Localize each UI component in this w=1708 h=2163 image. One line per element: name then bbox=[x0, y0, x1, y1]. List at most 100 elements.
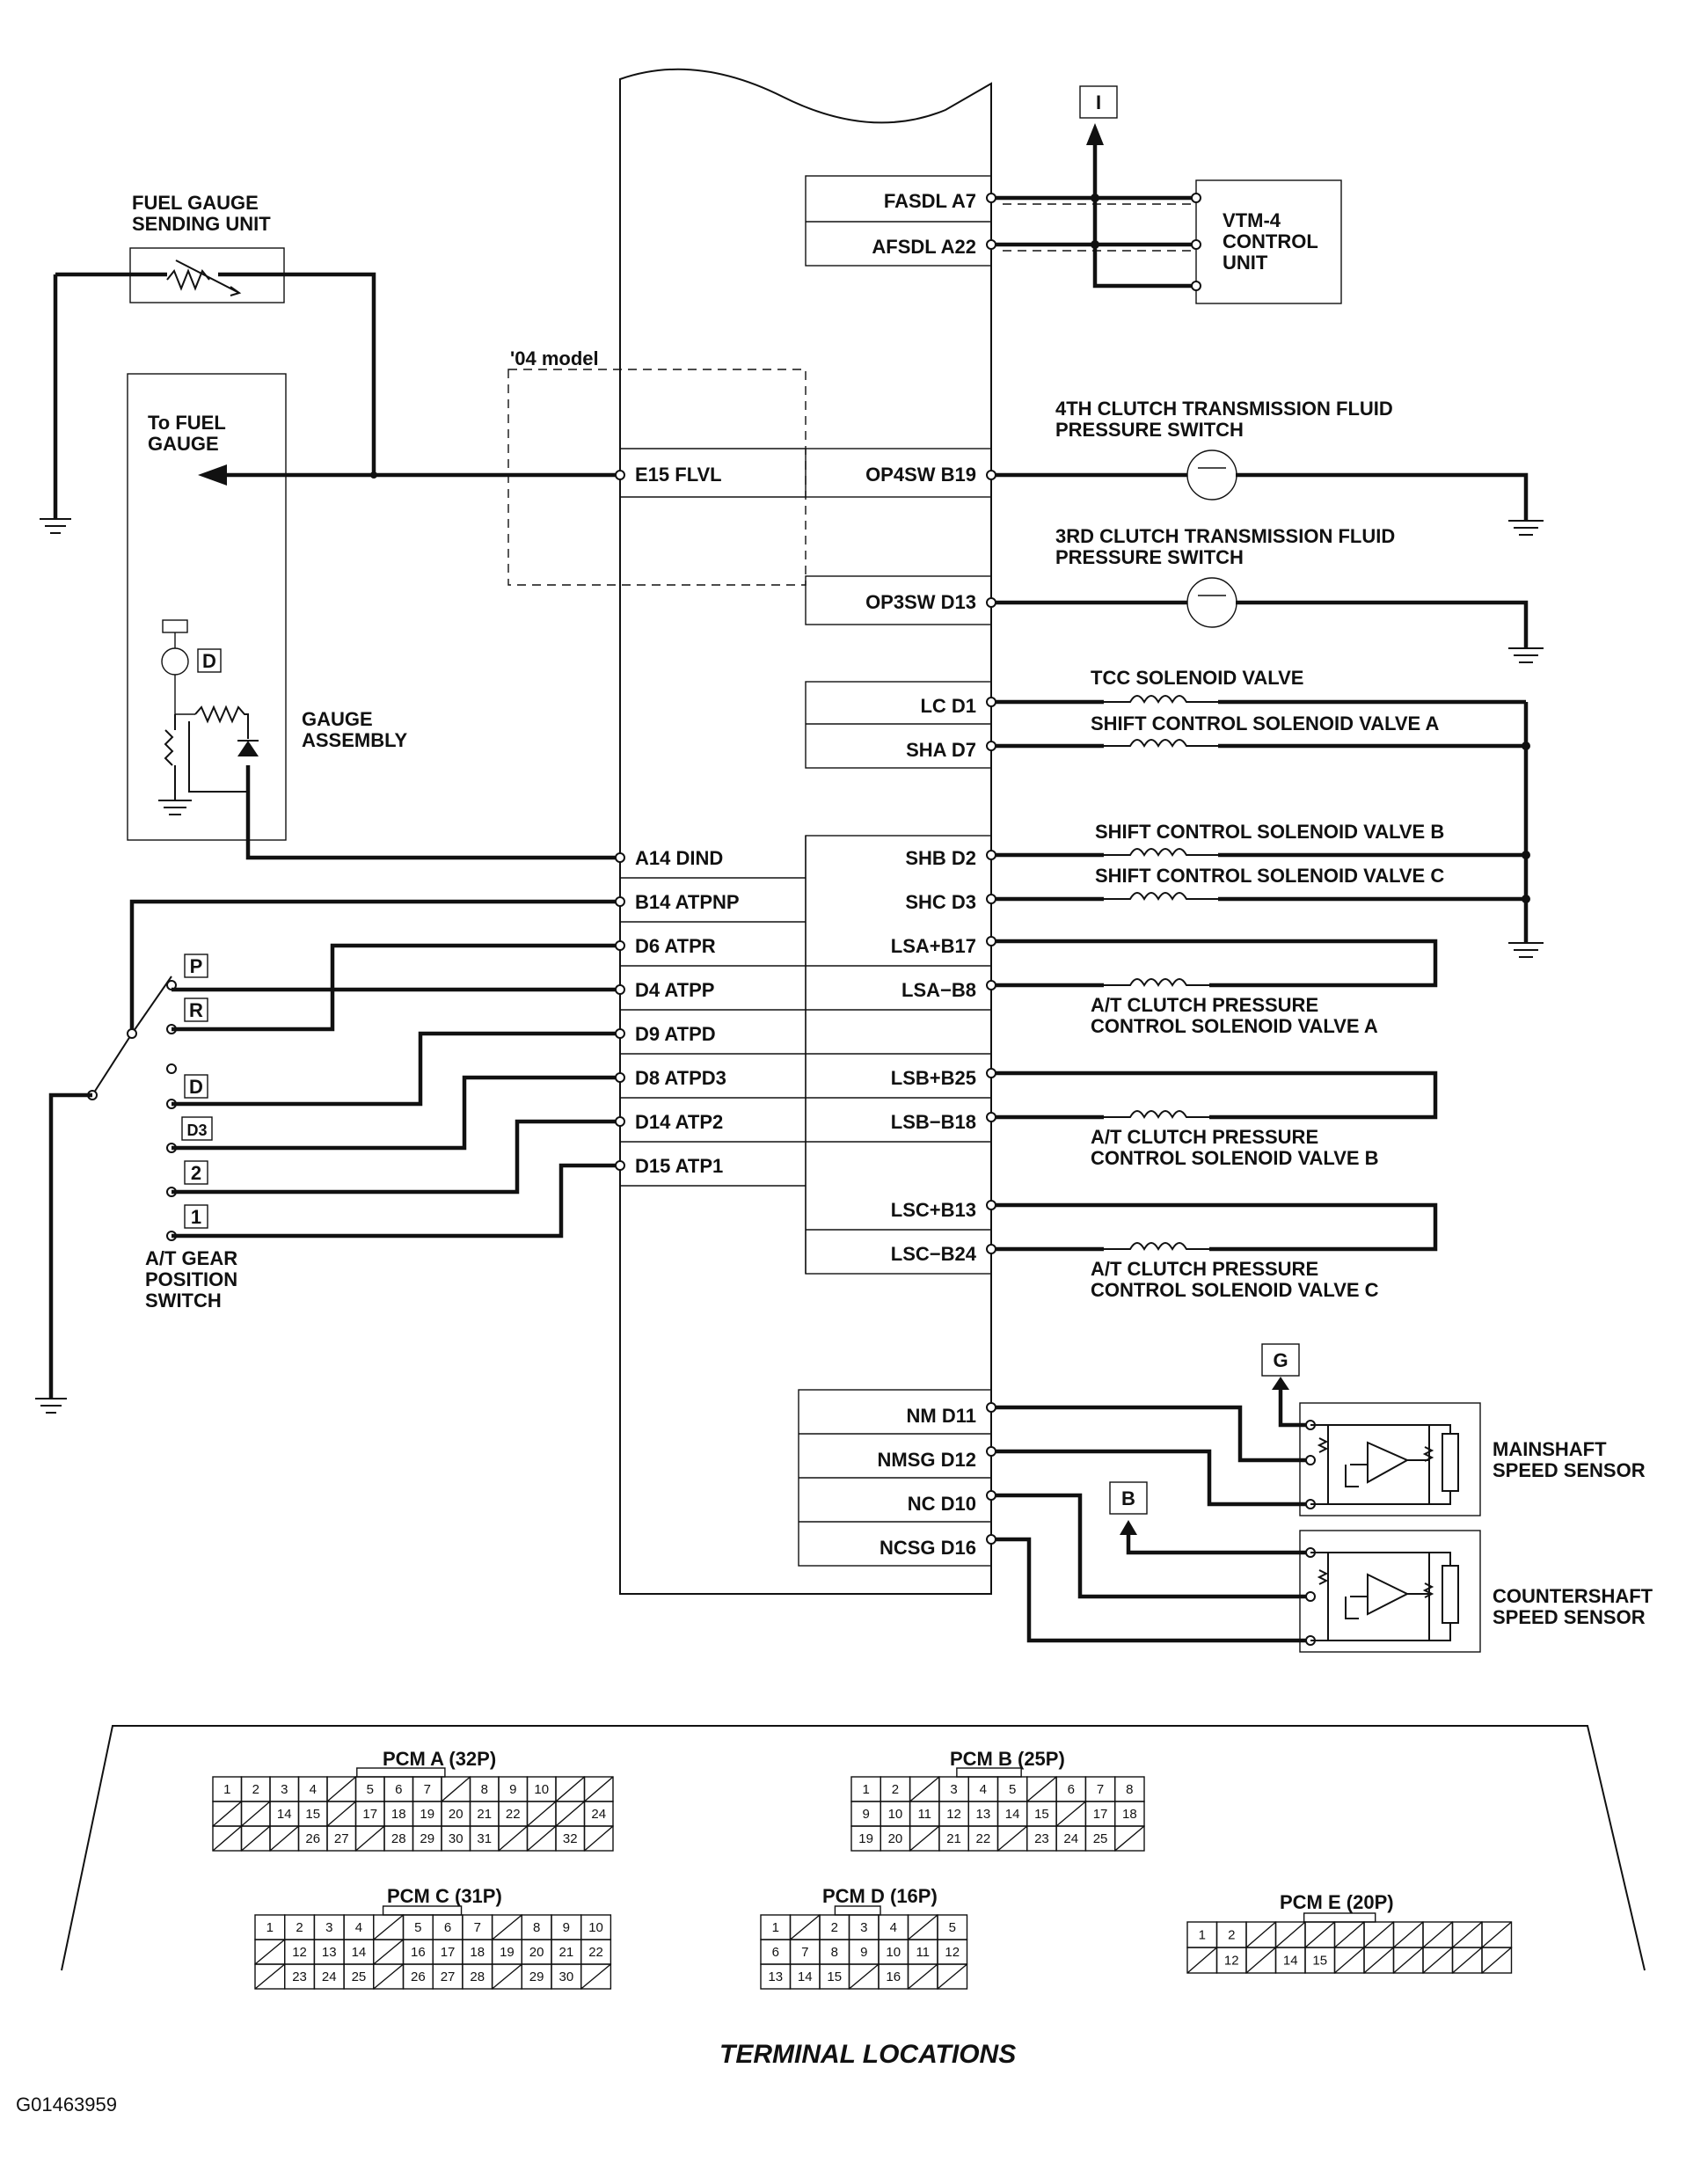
pin-d14: D14 ATP2 bbox=[635, 1111, 723, 1133]
pcm-d-pin-number: 11 bbox=[916, 1945, 930, 1960]
pcm-b-pin-number: 1 bbox=[862, 1782, 869, 1797]
pcm-e-blank-cell bbox=[1334, 1947, 1365, 1974]
pcm-e-blank-cell bbox=[1363, 1921, 1394, 1948]
pcm-d-pin-number: 12 bbox=[945, 1945, 960, 1960]
pcm-c-blank-cell bbox=[254, 1963, 286, 1990]
pcm-c-pin-number: 19 bbox=[500, 1945, 515, 1960]
pcm-b-pin-number: 8 bbox=[1126, 1782, 1133, 1797]
pcm-c-pin-number: 2 bbox=[296, 1920, 303, 1935]
pcm-a-cell bbox=[583, 1825, 614, 1852]
pcm-b-pin-number: 13 bbox=[976, 1807, 991, 1822]
pcm-e-pin-number: 15 bbox=[1312, 1954, 1327, 1969]
pcm-c-blank-cell bbox=[373, 1914, 404, 1940]
gauge-lamp-icon bbox=[162, 619, 188, 633]
pin-d3: SHC D3 bbox=[905, 891, 976, 913]
pcm-b-pin-number: 23 bbox=[1034, 1831, 1049, 1846]
pcm-c-pin-number: 4 bbox=[355, 1920, 362, 1935]
pin-a22: AFSDL A22 bbox=[872, 236, 976, 258]
op3-switch-icon bbox=[1186, 577, 1237, 628]
pcm-b-pin-number: 6 bbox=[1068, 1782, 1075, 1797]
shift-solenoids: TCC SOLENOID VALVE SHIFT CONTROL SOLENOI… bbox=[986, 667, 1544, 958]
ref-g-box bbox=[1261, 1343, 1300, 1377]
pcm-d-pin-number: 15 bbox=[827, 1969, 842, 1984]
pcm-c-pin-number: 27 bbox=[441, 1969, 456, 1984]
pcm-d-pin-number: 9 bbox=[860, 1945, 867, 1960]
ground-icon bbox=[40, 518, 71, 534]
pin-b24: LSC−B24 bbox=[891, 1243, 977, 1265]
gauge-ground-icon bbox=[158, 714, 192, 815]
ref-d: D bbox=[202, 650, 216, 672]
pcm-a-pin-number: 31 bbox=[477, 1831, 492, 1846]
terminal-locations: PCM A (32P) PCM B (25P) PCM C (31P) PCM … bbox=[61, 1725, 1646, 2069]
lsc-coil-icon bbox=[1095, 1242, 1209, 1252]
pin-a14: A14 DIND bbox=[635, 847, 723, 869]
op4-label-2: PRESSURE SWITCH bbox=[1055, 419, 1244, 441]
pcm-e-cell bbox=[1481, 1947, 1513, 1974]
gauge-assembly-2: ASSEMBLY bbox=[302, 729, 408, 751]
pcm-c-pin-number: 29 bbox=[529, 1969, 544, 1984]
lsa-label-2: CONTROL SOLENOID VALVE A bbox=[1091, 1015, 1378, 1037]
pressure-switches: 4TH CLUTCH TRANSMISSION FLUID PRESSURE S… bbox=[986, 398, 1544, 663]
sha-coil-icon bbox=[1104, 739, 1218, 749]
pin-b8: LSA−B8 bbox=[901, 979, 976, 1001]
mainshaft-sensor-icon bbox=[1310, 1424, 1434, 1505]
pcm-c-pin-number: 12 bbox=[292, 1945, 307, 1960]
pcm-c-pin-number: 16 bbox=[411, 1945, 426, 1960]
gear-2: 2 bbox=[191, 1162, 201, 1184]
pin-d15: D15 ATP1 bbox=[635, 1155, 723, 1177]
pcm-b-pin-number: 7 bbox=[1097, 1782, 1104, 1797]
pcm-a-blank-cell bbox=[355, 1825, 385, 1852]
gear-p-box bbox=[184, 954, 208, 978]
pcm-a-blank-cell bbox=[241, 1825, 271, 1852]
pcm-e-blank-cell bbox=[1452, 1921, 1483, 1948]
countershaft-label-2: SPEED SENSOR bbox=[1493, 1606, 1646, 1628]
ref-b: B bbox=[1121, 1487, 1135, 1509]
pcm-e-blank-cell bbox=[1245, 1947, 1276, 1974]
pcm-a-blank-cell bbox=[498, 1825, 528, 1852]
vtm4-section: I VTM-4 CONTROL UNIT bbox=[986, 85, 1342, 304]
pcm-e-pin-number: 12 bbox=[1224, 1954, 1239, 1969]
pcm-c-blank-cell bbox=[492, 1914, 522, 1940]
pin-d10: NC D10 bbox=[908, 1493, 976, 1515]
pcm-a-blank-cell bbox=[212, 1825, 242, 1852]
pcm-a-pin-number: 10 bbox=[534, 1782, 549, 1797]
pcm-e-lock-tab bbox=[1303, 1912, 1376, 1923]
pcm-a-pin-number: 28 bbox=[391, 1831, 406, 1846]
pcm-a-pin-number: 27 bbox=[334, 1831, 349, 1846]
pcm-c-lock-tab bbox=[382, 1905, 463, 1916]
gear-1: 1 bbox=[191, 1206, 201, 1228]
pcm-b-pin-number: 14 bbox=[1005, 1807, 1020, 1822]
pcm-a-lock-tab bbox=[356, 1767, 446, 1778]
pin-d8: D8 ATPD3 bbox=[635, 1067, 726, 1089]
pcm-c-pin-number: 8 bbox=[533, 1920, 540, 1935]
pcm-d-pin-number: 10 bbox=[886, 1945, 901, 1960]
pcm-a-pin-number: 14 bbox=[277, 1807, 292, 1822]
gear-r-box bbox=[184, 997, 208, 1022]
pcm-a-blank-cell bbox=[527, 1825, 557, 1852]
pin-d11: NM D11 bbox=[907, 1405, 976, 1427]
pcm-c-pin-number: 24 bbox=[322, 1969, 337, 1984]
pcm-e-title: PCM E (20P) bbox=[1280, 1891, 1394, 1913]
pcm-a-pin-number: 21 bbox=[477, 1807, 492, 1822]
pcm-d-pin-number: 16 bbox=[886, 1969, 901, 1984]
vtm4-label-3: UNIT bbox=[1223, 252, 1268, 274]
pcm-b-pin-number: 25 bbox=[1093, 1831, 1108, 1846]
fuel-sender-label-1: FUEL GAUGE bbox=[132, 192, 259, 214]
tcc-label: TCC SOLENOID VALVE bbox=[1091, 667, 1303, 689]
pin-a7: FASDL A7 bbox=[884, 190, 976, 212]
pcm-b-pin-number: 17 bbox=[1093, 1807, 1108, 1822]
gear-d3: D3 bbox=[186, 1122, 207, 1139]
pcm-c-cell bbox=[580, 1963, 612, 1990]
ground-icon bbox=[1508, 942, 1544, 958]
pcm-c-pin-number: 17 bbox=[441, 1945, 456, 1960]
pcm-b-lock-tab bbox=[956, 1767, 1022, 1778]
pcm-d-blank-cell bbox=[937, 1963, 967, 1990]
pcm-b-pin-number: 21 bbox=[946, 1831, 961, 1846]
lsc-label-1: A/T CLUTCH PRESSURE bbox=[1091, 1258, 1318, 1280]
pcm-left-pins: E15 FLVL A14 DIND B14 ATPNP D6 ATPR D4 A… bbox=[635, 464, 740, 1177]
pcm-c-pin-number: 22 bbox=[588, 1945, 603, 1960]
pcm-e-pin-number: 1 bbox=[1199, 1928, 1206, 1943]
lsb-coil-icon bbox=[1095, 1110, 1209, 1120]
pcm-d-blank-cell bbox=[790, 1914, 821, 1940]
